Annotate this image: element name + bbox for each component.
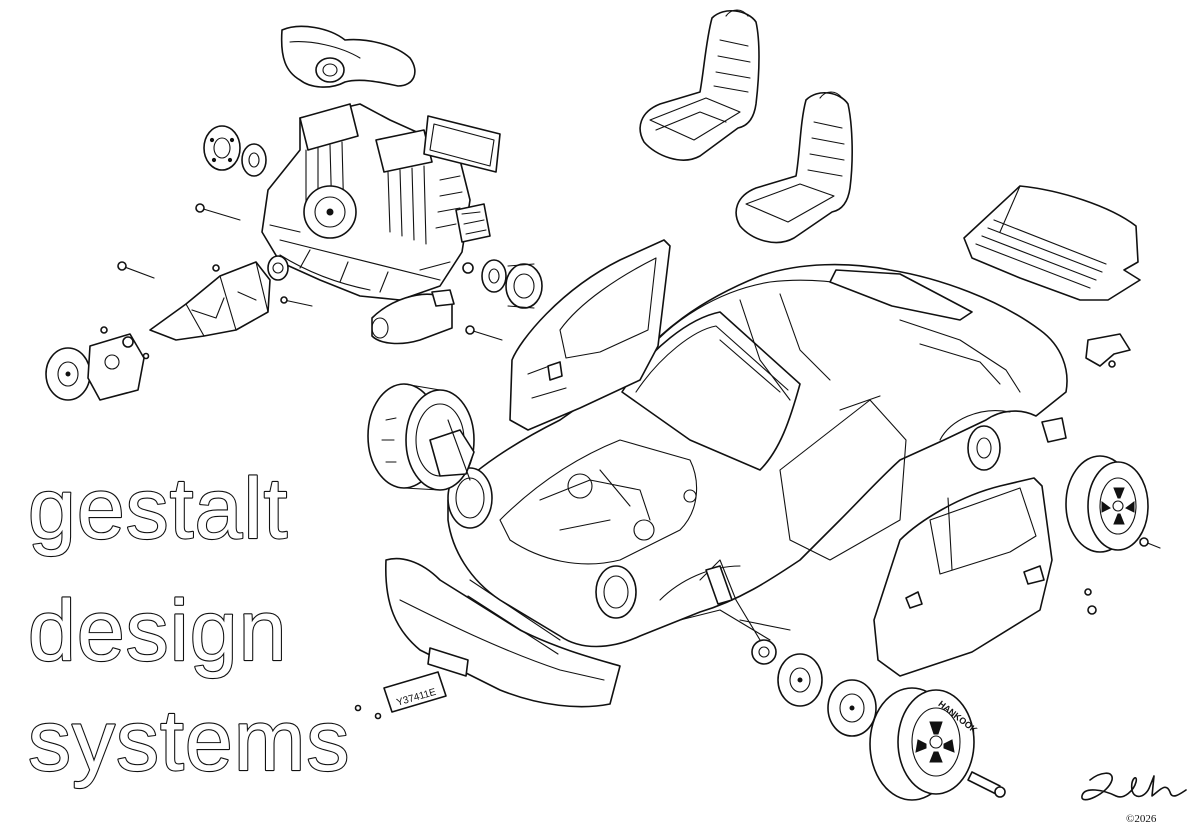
front-suspension (680, 560, 790, 664)
title-line-3: systems (28, 693, 350, 789)
title-line-2: design (28, 583, 287, 679)
engine-assembly (262, 26, 470, 300)
copyright-text: ©2026 (1126, 813, 1157, 825)
gasket-plate (424, 116, 500, 172)
brand-title: gestalt design systems (27, 460, 351, 790)
license-plate: Y37411E (384, 672, 446, 712)
seat-right (736, 92, 852, 242)
right-door (874, 478, 1052, 676)
transaxle (150, 256, 288, 340)
artist-signature: ©2026 (1082, 773, 1186, 825)
rear-hub (46, 334, 144, 400)
rear-hub-assembly (968, 426, 1000, 470)
lug-bolt (968, 772, 1005, 797)
starter-motor (372, 290, 454, 343)
flywheel-pair (482, 260, 542, 308)
brake-disc-front (778, 654, 822, 706)
rear-spoiler (964, 186, 1140, 300)
seat-left (640, 10, 759, 160)
left-door (510, 240, 670, 430)
side-brackets (1042, 334, 1160, 614)
distributor (456, 204, 490, 242)
brake-disc-rear (828, 680, 876, 736)
engine-flanges (204, 126, 266, 176)
rear-right-wheel (1066, 456, 1148, 552)
front-left-wheel (368, 384, 474, 490)
front-bumper (386, 559, 620, 707)
car-body-shell (448, 265, 1067, 647)
title-line-1: gestalt (28, 461, 288, 557)
front-right-wheel: HANKOOK (870, 688, 980, 800)
